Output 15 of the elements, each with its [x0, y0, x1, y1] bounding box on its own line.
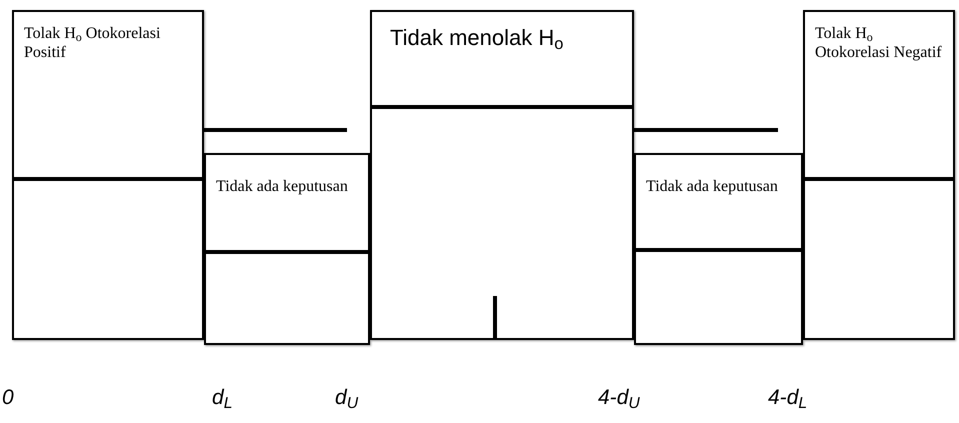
- axis-label: d$_{L}$: [212, 385, 232, 414]
- region-label: Tolak H$_{o}$ Otokorelasi Negatif: [815, 24, 943, 62]
- region-label: Tidak ada keputusan: [216, 177, 349, 196]
- axis-label: 4-d$_{U}$: [598, 385, 640, 414]
- region-label: Tidak menolak H$_{o}$: [390, 24, 564, 52]
- region-label: Tolak H$_{o}$ Otokorelasi Positif: [24, 24, 162, 62]
- region-box: [634, 153, 803, 345]
- region-box: [370, 10, 634, 340]
- region-box: [803, 10, 955, 340]
- region-box: [12, 10, 204, 340]
- region-box: [204, 153, 370, 345]
- axis-label: d$_{U}$: [335, 385, 358, 414]
- axis-label: 4-d$_{L}$: [768, 385, 808, 414]
- region-label: Tidak ada keputusan: [646, 177, 779, 196]
- axis-label: 0: [2, 385, 14, 411]
